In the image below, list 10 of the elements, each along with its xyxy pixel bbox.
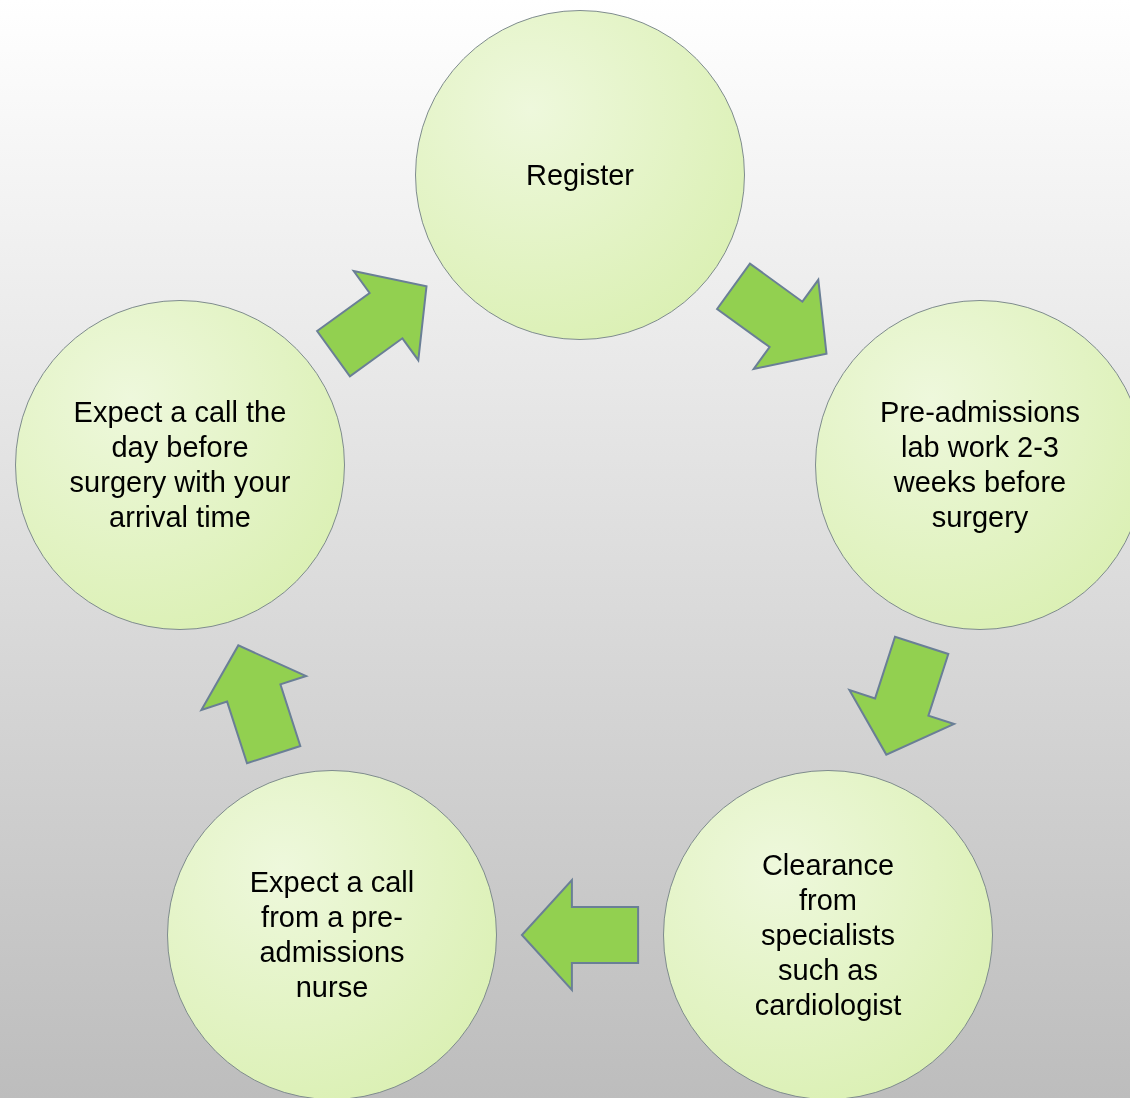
- step-text: Pre-admissions lab work 2-3 weeks before surgery: [879, 395, 1081, 535]
- step-text: Clearance from specialists such as cardiologist: [753, 847, 903, 1023]
- step-text: Register: [525, 157, 635, 193]
- block-arrow: [847, 635, 957, 756]
- block-arrow: [715, 262, 828, 371]
- block-arrow: [520, 877, 640, 993]
- block-arrow: [199, 644, 309, 765]
- step-text: Expect a call the day before surgery with your arrival time: [68, 395, 292, 535]
- block-arrow: [315, 269, 428, 378]
- step-text: Expect a call from a pre-admissions nurse: [248, 865, 416, 1005]
